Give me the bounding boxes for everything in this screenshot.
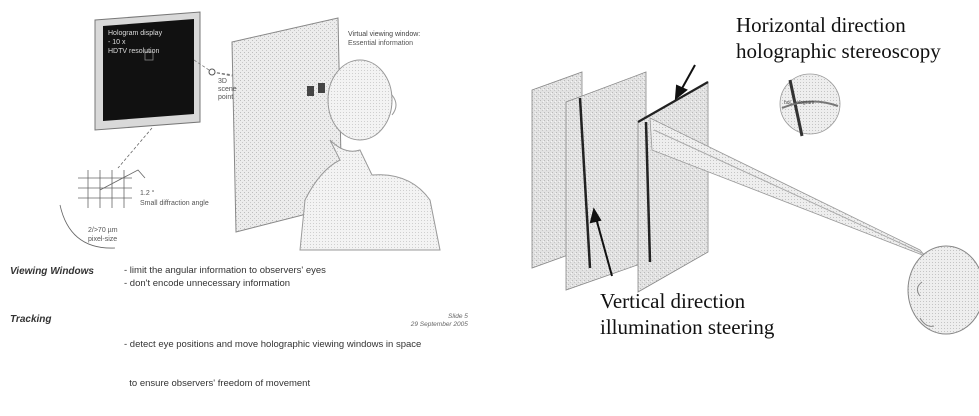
viewing-window-label: Virtual viewing window: Essential inform… xyxy=(348,30,420,48)
row-label: Viewing Windows xyxy=(10,266,94,277)
bottom-caption: Vertical direction illumination steering xyxy=(600,288,774,340)
display-label: Hologram display - 10 x HDTV resolution xyxy=(108,29,162,56)
inset-label: hol. hologram xyxy=(784,100,814,106)
left-eye-window xyxy=(307,86,314,96)
slide-number: Slide 5 xyxy=(448,313,468,321)
row-text: - limit the angular information to obser… xyxy=(124,264,326,290)
slide-date: 29 September 2005 xyxy=(404,321,468,329)
left-diagram xyxy=(0,0,520,344)
row-text: - detect eye positions and move holograp… xyxy=(124,312,421,416)
left-slide-panel: Hologram display - 10 x HDTV resolution … xyxy=(0,0,520,344)
right-eye-window xyxy=(318,83,325,93)
scene-point-label: 3D scene point xyxy=(218,78,237,102)
right-diagram-panel: Horizontal direction holographic stereos… xyxy=(520,0,979,344)
scene-point-marker xyxy=(209,69,215,75)
viewer-head xyxy=(908,246,979,334)
top-caption: Horizontal direction holographic stereos… xyxy=(736,12,941,64)
angle-value: 1.2 ° xyxy=(140,190,154,197)
angle-label: Small diffraction angle xyxy=(140,200,209,207)
row-label: Tracking xyxy=(10,314,52,325)
pixel-size-label: 2/>70 µm pixel-size xyxy=(88,226,118,244)
slide-footer: Slide 5 29 September 2005 xyxy=(448,313,468,329)
